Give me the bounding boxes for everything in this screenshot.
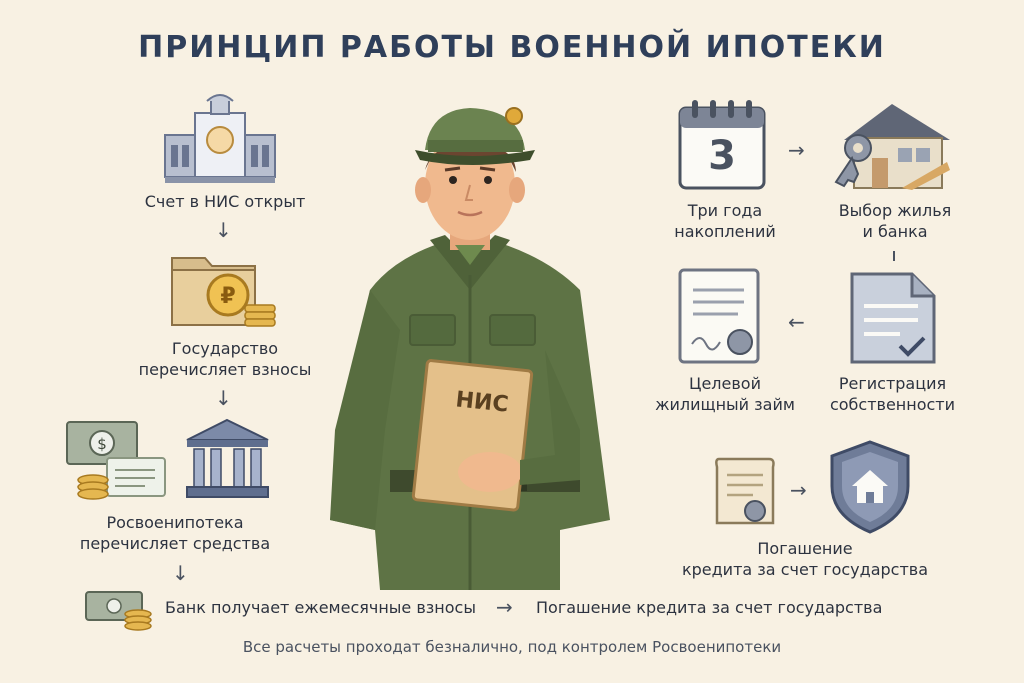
soldier-figure [330,107,610,590]
svg-text:₽: ₽ [220,284,235,309]
loan-document-icon [715,457,775,525]
money-coins-icon: $ [66,421,166,500]
house-key-icon [834,104,950,190]
step-housing-choice: Выбор жилья и банка [838,201,952,241]
folder-ruble-icon: ₽ [171,257,276,327]
contract-icon [678,268,760,364]
government-building-icon [164,94,276,183]
calendar-icon [678,100,766,190]
bank-payments-text: Банк получает ежемесячные взносы [165,598,476,617]
connector-tick [893,251,895,261]
arrow-down-1: ↓ [215,218,232,242]
step-target-loan: Целевой жилищный займ [655,374,795,414]
arrow-right-bottom: → [496,595,513,619]
document-check-icon [850,272,936,364]
step-rosvoenipoteka: Росвоенипотека перечисляет средства [79,513,271,553]
step-account-open: Счет в НИС открыт [144,192,306,211]
step-state-contributions: Государство перечисляет взносы [138,339,312,379]
repayment-text: Погашение кредита за счет государства [536,598,883,617]
arrow-down-3: ↓ [172,561,189,585]
house-shield-icon [830,440,910,534]
calendar-number: 3 [708,133,736,179]
step-three-years: Три года накоплений [674,201,776,241]
page-title: ПРИНЦИП РАБОТЫ ВОЕННОЙ ИПОТЕКИ [138,30,886,65]
step-registration: Регистрация собственности [829,374,956,414]
arrow-right-1: → [788,138,805,162]
step-state-repayment: Погашение кредита за счет государства [681,539,929,579]
cash-stack-icon [85,591,152,631]
svg-text:$: $ [97,435,107,453]
arrow-left-1: ← [788,310,805,334]
bank-icon [186,418,269,498]
arrow-down-2: ↓ [215,386,232,410]
footer-note: Все расчеты проходат безналично, под кон… [242,638,782,656]
arrow-right-2: → [790,478,807,502]
